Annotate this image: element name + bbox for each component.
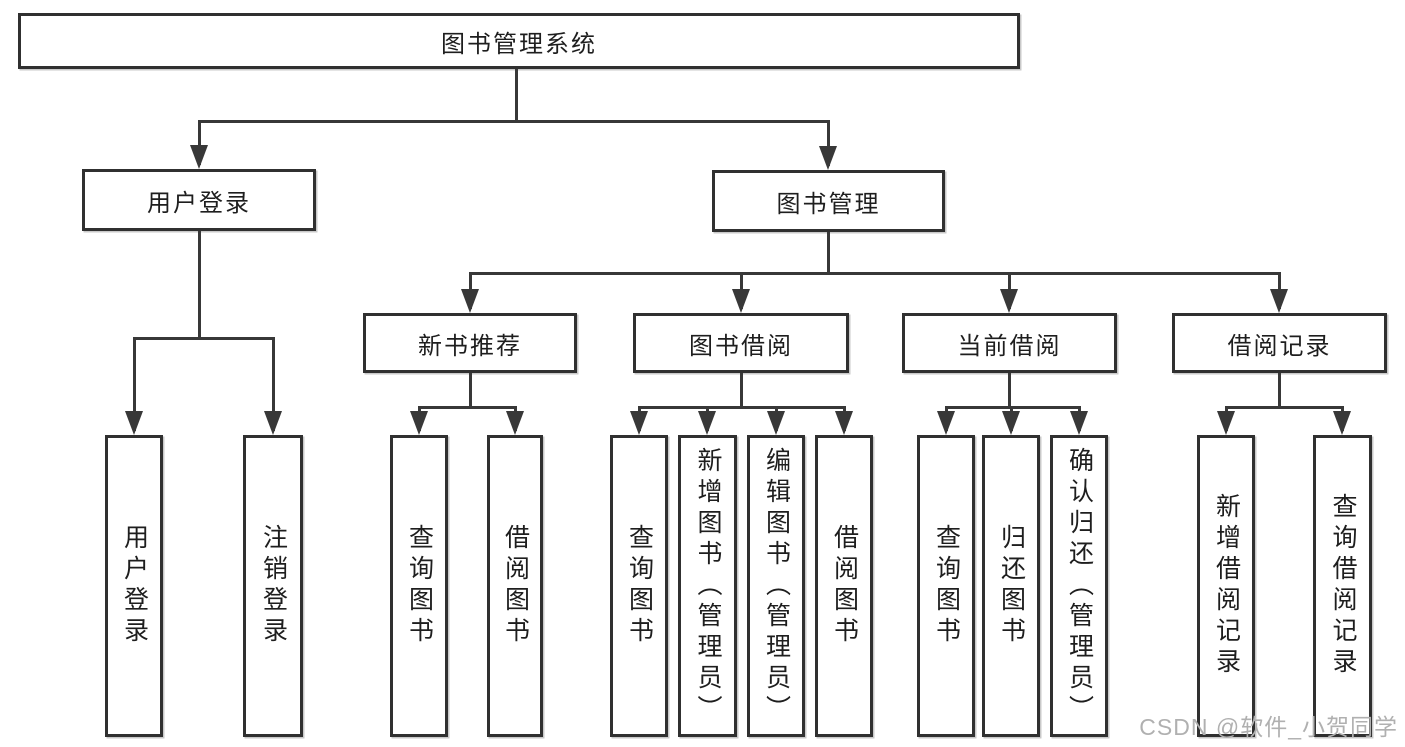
node-label: 用户登录 bbox=[120, 524, 149, 648]
connector-arrow-stem bbox=[197, 120, 201, 165]
node-label: 新增借阅记录 bbox=[1212, 493, 1241, 679]
connector-stem bbox=[1007, 373, 1011, 408]
connector-stem bbox=[826, 232, 830, 274]
arrowhead-down-icon bbox=[937, 411, 955, 435]
node-book-management: 图书管理 bbox=[712, 170, 945, 232]
node-label: 借阅图书 bbox=[501, 524, 530, 648]
arrowhead-down-icon bbox=[1002, 411, 1020, 435]
connector-bus bbox=[197, 120, 830, 123]
node-label: 新书推荐 bbox=[418, 332, 522, 360]
connector-bus bbox=[944, 406, 1081, 409]
node-leaf-query-borrow-rec: 查询借阅记录 bbox=[1313, 435, 1372, 737]
arrowhead-down-icon bbox=[732, 289, 750, 313]
node-label: 用户登录 bbox=[147, 189, 251, 217]
connector-bus bbox=[132, 337, 275, 340]
node-label: 新增图书（管理员） bbox=[694, 446, 722, 726]
arrowhead-down-icon bbox=[410, 411, 428, 435]
node-leaf-confirm-return: 确认归还（管理员） bbox=[1050, 435, 1108, 737]
arrowhead-down-icon bbox=[698, 411, 716, 435]
node-leaf-return-book: 归还图书 bbox=[982, 435, 1040, 737]
connector-stem bbox=[197, 231, 201, 338]
node-user-login: 用户登录 bbox=[82, 169, 316, 231]
node-leaf-user-login: 用户登录 bbox=[105, 435, 163, 737]
arrowhead-down-icon bbox=[1000, 289, 1018, 313]
arrowhead-down-icon bbox=[125, 411, 143, 435]
arrowhead-down-icon bbox=[630, 411, 648, 435]
node-root: 图书管理系统 bbox=[18, 13, 1020, 69]
node-label: 图书管理系统 bbox=[441, 30, 597, 58]
node-leaf-query-book-2: 查询图书 bbox=[610, 435, 668, 737]
node-label: 当前借阅 bbox=[957, 332, 1062, 360]
node-label: 图书借阅 bbox=[689, 332, 793, 360]
node-borrow-records: 借阅记录 bbox=[1172, 313, 1387, 373]
node-leaf-add-borrow-rec: 新增借阅记录 bbox=[1197, 435, 1255, 737]
arrowhead-down-icon bbox=[1070, 411, 1088, 435]
node-leaf-query-book-3: 查询图书 bbox=[917, 435, 975, 737]
arrowhead-down-icon bbox=[461, 289, 479, 313]
connector-stem bbox=[514, 69, 518, 121]
node-current-borrow: 当前借阅 bbox=[902, 313, 1117, 373]
arrowhead-down-icon bbox=[767, 411, 785, 435]
arrowhead-down-icon bbox=[819, 146, 837, 170]
connector-stem bbox=[1277, 373, 1281, 408]
node-leaf-borrow-book-1: 借阅图书 bbox=[487, 435, 543, 737]
node-label: 借阅图书 bbox=[830, 524, 859, 648]
connector-stem bbox=[739, 373, 743, 408]
node-leaf-add-book: 新增图书（管理员） bbox=[678, 435, 737, 737]
node-label: 确认归还（管理员） bbox=[1065, 446, 1094, 726]
node-leaf-logout: 注销登录 bbox=[243, 435, 303, 737]
node-label: 查询图书 bbox=[932, 524, 961, 648]
node-label: 查询图书 bbox=[625, 524, 654, 648]
node-leaf-edit-book: 编辑图书（管理员） bbox=[747, 435, 805, 737]
node-label: 查询借阅记录 bbox=[1329, 493, 1357, 679]
connector-arrow-stem bbox=[271, 337, 275, 431]
node-leaf-query-book-1: 查询图书 bbox=[390, 435, 448, 737]
connector-bus bbox=[637, 406, 846, 409]
arrowhead-down-icon bbox=[506, 411, 524, 435]
arrowhead-down-icon bbox=[835, 411, 853, 435]
node-label: 编辑图书（管理员） bbox=[762, 446, 791, 726]
arrowhead-down-icon bbox=[1217, 411, 1235, 435]
node-leaf-borrow-book-2: 借阅图书 bbox=[815, 435, 873, 737]
connector-arrow-stem bbox=[132, 337, 136, 431]
connector-stem bbox=[468, 373, 472, 408]
arrowhead-down-icon bbox=[190, 145, 208, 169]
arrowhead-down-icon bbox=[1333, 411, 1351, 435]
node-label: 注销登录 bbox=[259, 524, 288, 648]
node-label: 图书管理 bbox=[776, 190, 881, 218]
connector-bus bbox=[417, 406, 517, 409]
connector-bus bbox=[468, 272, 1281, 275]
node-label: 借阅记录 bbox=[1227, 332, 1332, 360]
node-label: 查询图书 bbox=[405, 524, 434, 648]
arrowhead-down-icon bbox=[264, 411, 282, 435]
node-new-book-recommend: 新书推荐 bbox=[363, 313, 577, 373]
node-book-borrow: 图书借阅 bbox=[633, 313, 849, 373]
connector-bus bbox=[1224, 406, 1344, 409]
arrowhead-down-icon bbox=[1270, 289, 1288, 313]
node-label: 归还图书 bbox=[997, 524, 1026, 648]
csdn-watermark: CSDN @软件_小贺同学 bbox=[1139, 714, 1398, 740]
connector-arrow-stem bbox=[826, 120, 830, 166]
